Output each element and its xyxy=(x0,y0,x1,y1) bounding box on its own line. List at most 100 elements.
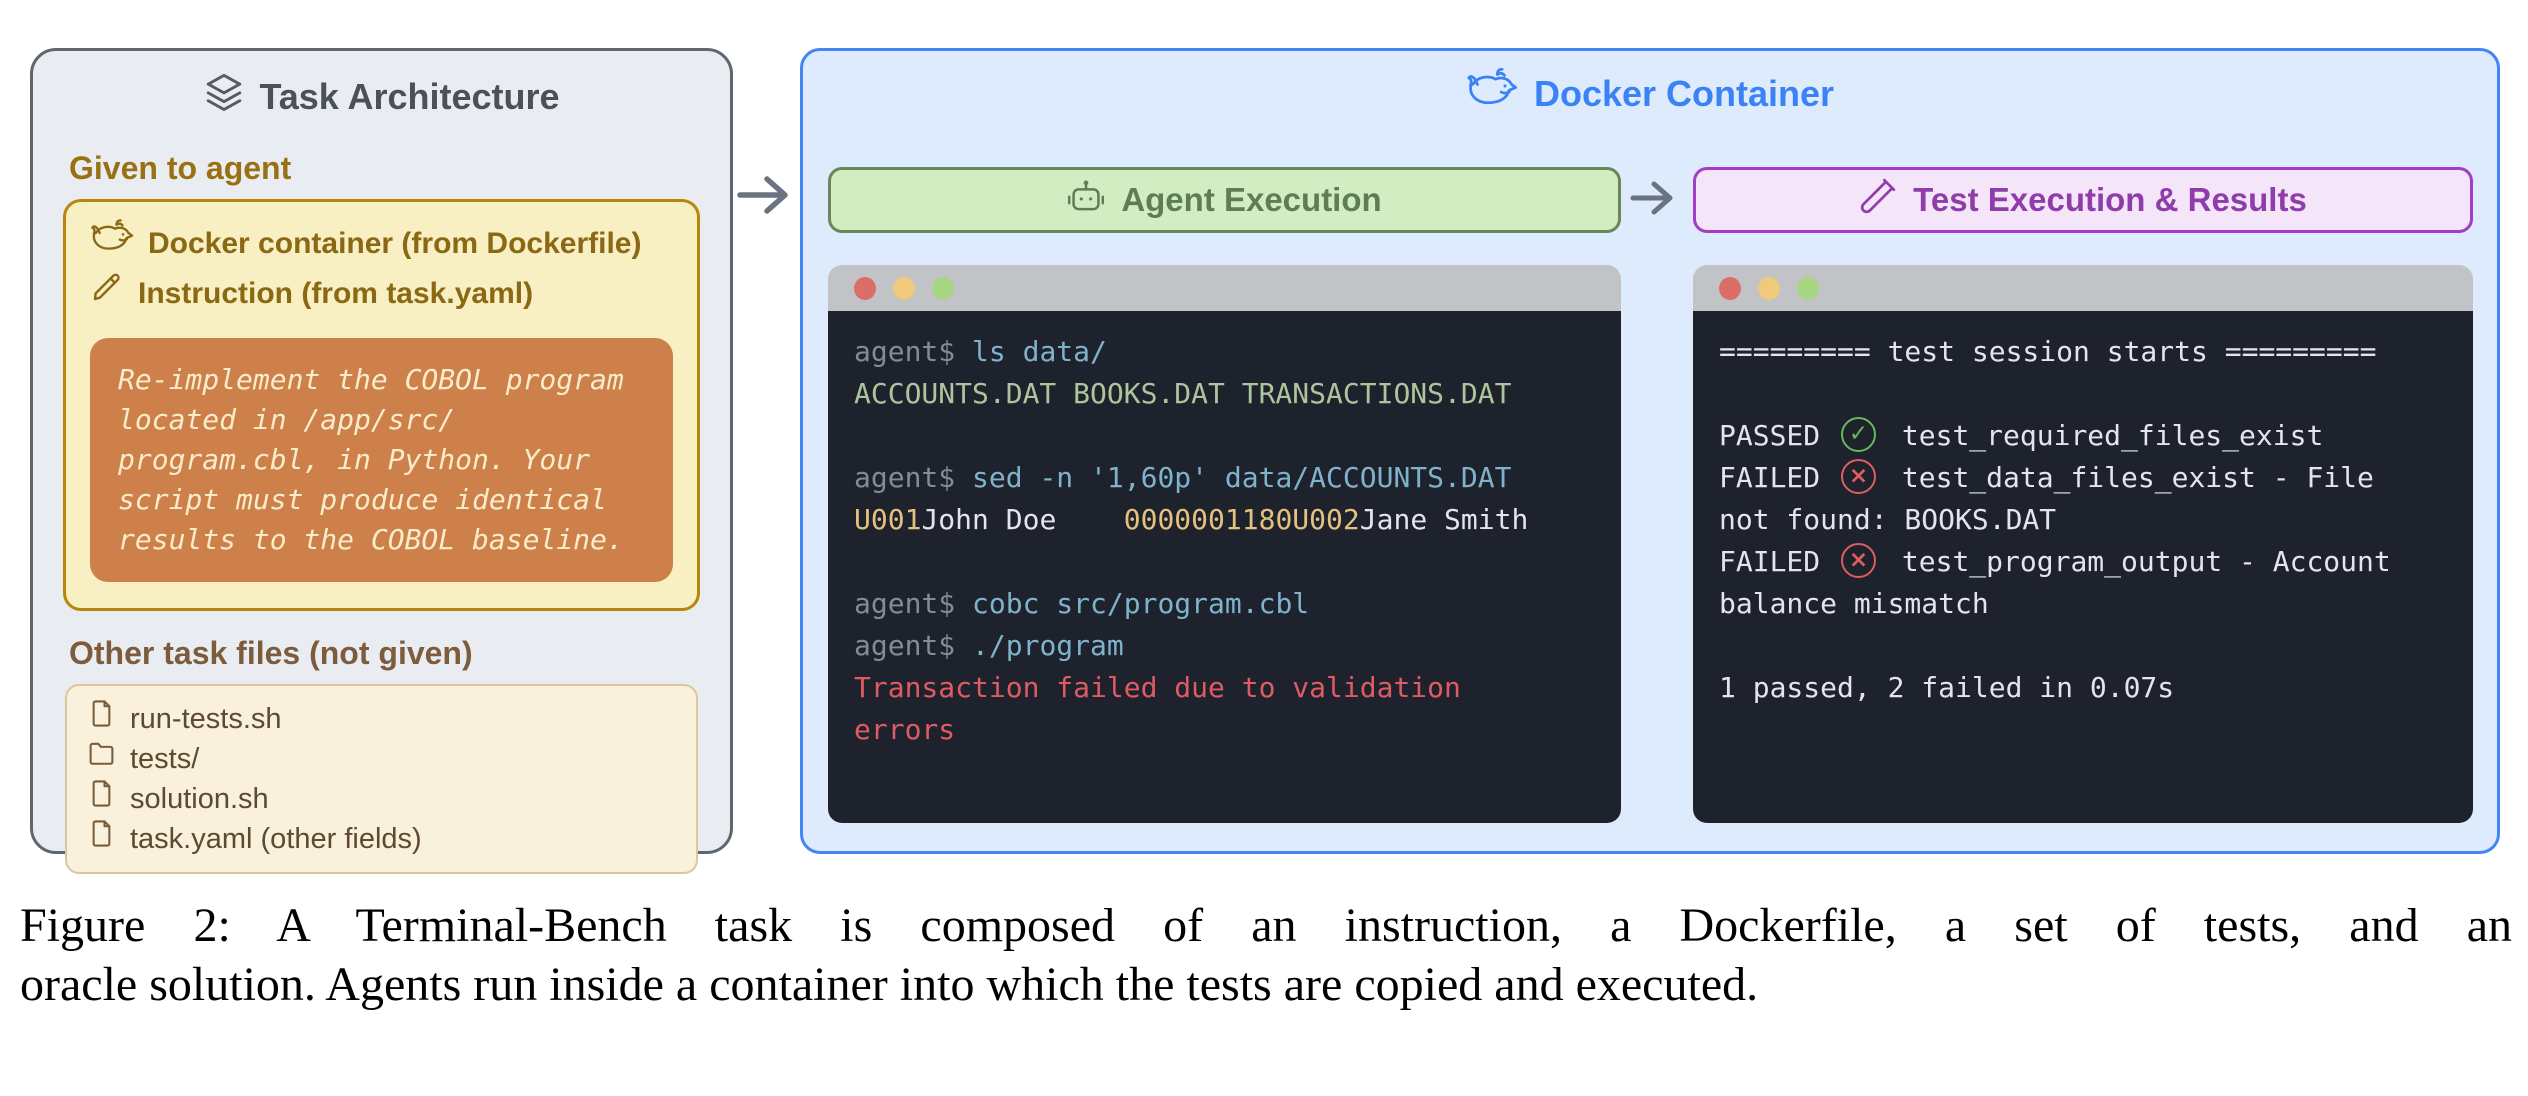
file-name: task.yaml (other fields) xyxy=(130,822,422,855)
close-dot-icon xyxy=(854,276,876,300)
agent-execution-label: Agent Execution xyxy=(1121,181,1382,218)
terminal-line: not found: BOOKS.DAT xyxy=(1719,499,2447,541)
arrow-task-to-docker xyxy=(736,172,794,218)
terminal-text-segment: FAILED xyxy=(1719,545,1838,578)
test-execution-header: Test Execution & Results xyxy=(1693,167,2473,233)
terminal-line xyxy=(1719,373,2447,415)
terminal-text-segment: agent$ xyxy=(854,461,973,494)
instruction-line: located in /app/src/ xyxy=(118,403,456,436)
terminal-text-segment: ACCOUNTS.DAT BOOKS.DAT TRANSACTIONS.DAT xyxy=(854,377,1512,410)
figure-caption: Figure 2: A Terminal-Bench task is compo… xyxy=(20,896,2512,1014)
terminal-text-segment: PASSED xyxy=(1719,419,1838,452)
terminal-text-segment: balance mismatch xyxy=(1719,587,1989,620)
file-row: run-tests.sh xyxy=(87,699,676,739)
terminal-text-segment: sed -n '1,60p' data/ACCOUNTS.DAT xyxy=(972,461,1512,494)
docker-whale-icon xyxy=(90,218,134,270)
terminal-text-segment: 0000001180U002 xyxy=(1123,503,1360,536)
terminal-text-segment: FAILED xyxy=(1719,461,1838,494)
terminal-line xyxy=(1719,625,2447,667)
terminal-line: ========= test session starts ========= xyxy=(1719,331,2447,373)
agent-terminal-output: agent$ ls data/ACCOUNTS.DAT BOOKS.DAT TR… xyxy=(828,311,1621,823)
other-task-files-heading: Other task files (not given) xyxy=(69,635,473,671)
check-circle-icon: ✓ xyxy=(1841,416,1877,452)
file-name: run-tests.sh xyxy=(130,702,282,735)
file-row: solution.sh xyxy=(87,779,676,819)
file-name: solution.sh xyxy=(130,782,269,815)
x-circle-icon: × xyxy=(1841,542,1877,578)
terminal-text-segment: John Doe xyxy=(921,503,1124,536)
terminal-text-segment: test_program_output - Account xyxy=(1885,545,2391,578)
terminal-line: errors xyxy=(854,709,1595,751)
terminal-line: agent$ cobc src/program.cbl xyxy=(854,583,1595,625)
test-tube-icon xyxy=(1859,177,1897,223)
terminal-line: balance mismatch xyxy=(1719,583,2447,625)
given-item-instruction: Instruction (from task.yaml) xyxy=(90,270,673,318)
terminal-text-segment: agent$ xyxy=(854,335,973,368)
docker-container-panel: Docker Container Agent Execution xyxy=(800,48,2500,854)
pencil-icon xyxy=(90,270,124,318)
terminal-line: FAILED × test_program_output - Account xyxy=(1719,541,2447,583)
terminal-line: agent$ sed -n '1,60p' data/ACCOUNTS.DAT xyxy=(854,457,1595,499)
terminal-titlebar xyxy=(828,265,1621,311)
caption-line: Figure 2: A Terminal-Bench task is compo… xyxy=(20,899,2512,952)
terminal-line: 1 passed, 2 failed in 0.07s xyxy=(1719,667,2447,709)
terminal-text-segment: ========= test session starts ========= xyxy=(1719,335,2377,368)
task-panel-title-row: Task Architecture xyxy=(33,71,730,122)
maximize-dot-icon xyxy=(1797,276,1819,300)
docker-whale-icon xyxy=(1466,67,1518,120)
terminal-text-segment: 1 passed, 2 failed in 0.07s xyxy=(1719,671,2175,704)
robot-icon xyxy=(1067,177,1105,223)
file-name: tests/ xyxy=(130,742,200,775)
instruction-line: Re-implement the COBOL program xyxy=(118,363,624,396)
given-to-agent-box: Docker container (from Dockerfile) Instr… xyxy=(63,199,700,611)
agent-terminal: agent$ ls data/ACCOUNTS.DAT BOOKS.DAT TR… xyxy=(828,265,1621,823)
layers-icon xyxy=(203,71,245,122)
x-circle-icon: × xyxy=(1841,458,1877,494)
terminal-text-segment: not found: BOOKS.DAT xyxy=(1719,503,2057,536)
terminal-text-segment: test_data_files_exist - File xyxy=(1885,461,2374,494)
instruction-line: results to the COBOL baseline. xyxy=(118,523,624,556)
terminal-line: PASSED ✓ test_required_files_exist xyxy=(1719,415,2447,457)
minimize-dot-icon xyxy=(893,276,915,300)
test-terminal: ========= test session starts ========= … xyxy=(1693,265,2473,823)
terminal-text-segment: errors xyxy=(854,713,956,746)
close-dot-icon xyxy=(1719,276,1741,300)
terminal-text-segment: test_required_files_exist xyxy=(1885,419,2324,452)
terminal-line xyxy=(854,541,1595,583)
terminal-text-segment: ls data/ xyxy=(972,335,1107,368)
task-architecture-panel: Task Architecture Given to agent Docker … xyxy=(30,48,733,874)
instruction-line: program.cbl, in Python. Your xyxy=(118,443,591,476)
file-row: task.yaml (other fields) xyxy=(87,819,676,859)
terminal-line: agent$ ./program xyxy=(854,625,1595,667)
terminal-line: Transaction failed due to validation xyxy=(854,667,1595,709)
maximize-dot-icon xyxy=(932,276,954,300)
terminal-text-segment: ./program xyxy=(972,629,1124,662)
file-icon xyxy=(87,819,116,859)
docker-container-title-row: Docker Container xyxy=(803,67,2497,120)
terminal-text-segment: Transaction failed due to validation xyxy=(854,671,1461,704)
terminal-text-segment: cobc src/program.cbl xyxy=(972,587,1310,620)
file-icon xyxy=(87,699,116,739)
given-item-label: Docker container (from Dockerfile) xyxy=(148,227,642,260)
terminal-text-segment: U001 xyxy=(854,503,922,536)
given-to-agent-heading: Given to agent xyxy=(69,150,292,186)
given-item-label: Instruction (from task.yaml) xyxy=(138,277,534,310)
terminal-text-segment: agent$ xyxy=(854,629,973,662)
minimize-dot-icon xyxy=(1758,276,1780,300)
terminal-line: U001John Doe 0000001180U002Jane Smith xyxy=(854,499,1595,541)
terminal-text-segment: agent$ xyxy=(854,587,973,620)
terminal-text-segment: Jane Smith xyxy=(1359,503,1529,536)
terminal-line: agent$ ls data/ xyxy=(854,331,1595,373)
terminal-titlebar xyxy=(1693,265,2473,311)
terminal-line: FAILED × test_data_files_exist - File xyxy=(1719,457,2447,499)
task-panel-title: Task Architecture xyxy=(259,75,560,117)
other-task-files-box: run-tests.sh tests/ solution.sh xyxy=(65,684,698,874)
agent-execution-header: Agent Execution xyxy=(828,167,1621,233)
terminal-line xyxy=(854,415,1595,457)
terminal-line: ACCOUNTS.DAT BOOKS.DAT TRANSACTIONS.DAT xyxy=(854,373,1595,415)
test-terminal-output: ========= test session starts ========= … xyxy=(1693,311,2473,823)
instruction-box: Re-implement the COBOL program located i… xyxy=(90,338,673,582)
given-item-docker-container: Docker container (from Dockerfile) xyxy=(90,218,673,270)
arrow-agent-to-test xyxy=(1629,177,1677,219)
